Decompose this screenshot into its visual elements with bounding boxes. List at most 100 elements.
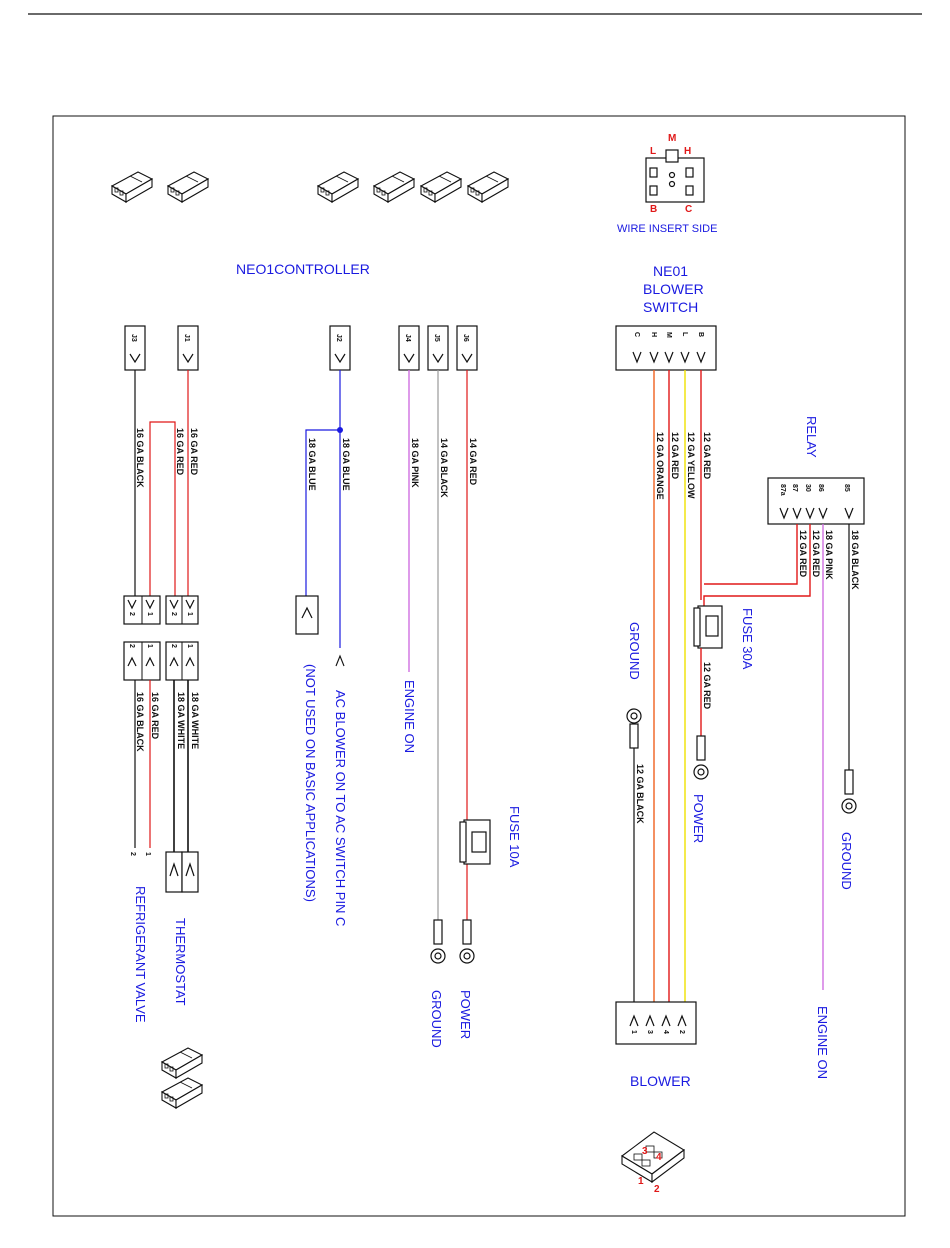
controller-title: NEO1CONTROLLER	[236, 261, 370, 277]
connector-j5: J5	[427, 325, 449, 371]
relay-connector: 87a 87 30 86 85	[767, 477, 865, 525]
blower-pin-4: 4	[662, 1030, 669, 1034]
ground-ring-terminal-icon	[841, 769, 857, 814]
connector-j2: J2	[329, 325, 351, 371]
wire-j6-label: 14 GA RED	[468, 438, 478, 486]
connector-j3: J3	[124, 325, 146, 371]
blower-switch-title-2: BLOWER	[643, 281, 704, 297]
blower-connector-icon: 3 4 1 2	[621, 1131, 685, 1195]
plug-pin-2: 2	[128, 612, 135, 616]
ac-blower-label: AC BLOWER ON TO AC SWITCH PIN C	[333, 690, 348, 926]
engine-on-left-label: ENGINE ON	[402, 680, 417, 753]
wire-thermo-2-label: 18 GA WHITE	[176, 692, 186, 749]
fuse-30a-icon	[693, 605, 723, 649]
ground-left-label: GROUND	[429, 990, 444, 1048]
wire-j2-branch-label: 18 GA BLUE	[307, 438, 317, 491]
ground-mid-label: GROUND	[627, 622, 642, 680]
connector-plug-icon	[161, 1047, 203, 1079]
valve-pin-2: 2	[129, 852, 136, 856]
wire-fuse30-out-label: 12 GA RED	[702, 662, 712, 710]
connector-j5-label: J5	[433, 334, 440, 342]
valve-plug-lower: 2 1	[123, 641, 161, 681]
thermostat-terminals	[165, 851, 199, 893]
wire-valve-red-label: 16 GA RED	[150, 692, 160, 740]
switch-pin-l: L	[681, 332, 688, 337]
switch-pin-h: H	[650, 332, 657, 337]
fuse-10a-label: FUSE 10A	[507, 806, 522, 868]
ground-right-label: GROUND	[839, 832, 854, 890]
blower-iso-pin-2: 2	[654, 1184, 660, 1195]
wire-sw-l-label: 12 GA YELLOW	[686, 432, 696, 499]
connector-plug-icon	[317, 171, 359, 203]
valve-pin-1: 1	[144, 852, 151, 856]
connector-plug-icon	[111, 171, 153, 203]
relay-label: RELAY	[804, 416, 819, 458]
refrigerant-valve-label: REFRIGERANT VALVE	[133, 886, 148, 1023]
relay-pin-87a: 87a	[779, 484, 786, 496]
wire-valve-black-label: 16 GA BLACK	[135, 692, 145, 752]
wire-j3-label: 16 GA BLACK	[135, 428, 145, 488]
connector-j3-label: J3	[130, 334, 137, 342]
blower-label: BLOWER	[630, 1073, 691, 1089]
connector-j4: J4	[398, 325, 420, 371]
power-right-label: POWER	[691, 794, 706, 843]
power-ring-terminal-icon	[693, 735, 709, 780]
plug-pin-1: 1	[186, 612, 193, 616]
relay-pin-85: 85	[843, 484, 850, 492]
wire-relay-87-label: 12 GA RED	[798, 530, 808, 578]
blue-wire-terminal	[295, 595, 319, 635]
connector-j2-label: J2	[335, 334, 342, 342]
blower-iso-pin-4: 4	[656, 1152, 662, 1163]
wire-j1-branch-label: 16 GA RED	[175, 428, 185, 476]
power-left-label: POWER	[458, 990, 473, 1039]
switch-pin-b-label: B	[650, 204, 657, 215]
switch-pin-m-label: M	[668, 133, 676, 144]
connector-j4-label: J4	[404, 334, 411, 342]
blower-switch-connector: C H M L B	[615, 325, 717, 371]
switch-pin-h-label: H	[684, 146, 691, 157]
wire-relay-30-label: 12 GA RED	[811, 530, 821, 578]
connector-plug-icon	[373, 171, 415, 203]
connector-j1: J1	[177, 325, 199, 371]
switch-pin-c-label: C	[685, 204, 692, 215]
connector-plug-icon	[420, 171, 462, 203]
plug-pin-1: 1	[146, 644, 153, 648]
wire-j2-label: 18 GA BLUE	[341, 438, 351, 491]
wire-j5-label: 14 GA BLACK	[439, 438, 449, 498]
ground-ring-terminal-icon	[430, 919, 446, 964]
power-ring-terminal-icon	[459, 919, 475, 964]
relay-pin-87: 87	[791, 484, 798, 492]
plug-pin-1: 1	[186, 644, 193, 648]
thermostat-label: THERMOSTAT	[173, 918, 188, 1006]
wire-sw-b-label: 12 GA RED	[702, 432, 712, 480]
plug-pin-2: 2	[128, 644, 135, 648]
blower-pin-3: 3	[646, 1030, 653, 1034]
relay-pin-30: 30	[804, 484, 811, 492]
diagram-border	[52, 115, 906, 1217]
switch-pin-l-label: L	[650, 146, 656, 157]
blower-iso-pin-1: 1	[638, 1176, 644, 1187]
connector-plug-icon	[167, 171, 209, 203]
blower-pin-2: 2	[678, 1030, 685, 1034]
connector-plug-icon	[467, 171, 509, 203]
fuse-10a-icon	[459, 819, 491, 865]
wire-relay-86-label: 18 GA PINK	[824, 530, 834, 580]
plug-pin-2: 2	[170, 612, 177, 616]
relay-pin-86: 86	[817, 484, 824, 492]
switch-pin-c: C	[633, 332, 640, 337]
wire-relay-85-label: 18 GA BLACK	[850, 530, 860, 590]
wire-sw-h-label: 12 GA ORANGE	[655, 432, 665, 500]
wire-blower-ground-label: 12 GA BLACK	[635, 764, 645, 824]
fuse-30a-label: FUSE 30A	[740, 608, 755, 670]
blower-pin-1: 1	[630, 1030, 637, 1034]
switch-connector-face: M L H B C WIRE INSERT SIDE	[617, 133, 717, 235]
plug-pin-1: 1	[146, 612, 153, 616]
blower-connector: 1 3 4 2	[615, 1001, 697, 1045]
plug-pin-2: 2	[170, 644, 177, 648]
blower-switch-title-3: SWITCH	[643, 299, 698, 315]
thermostat-plug-upper: 2 1	[165, 595, 199, 625]
ground-ring-terminal-icon	[626, 708, 642, 749]
not-used-label: (NOT USED ON BASIC APPLICATIONS)	[303, 664, 318, 902]
blower-switch-title-1: NE01	[653, 263, 688, 279]
